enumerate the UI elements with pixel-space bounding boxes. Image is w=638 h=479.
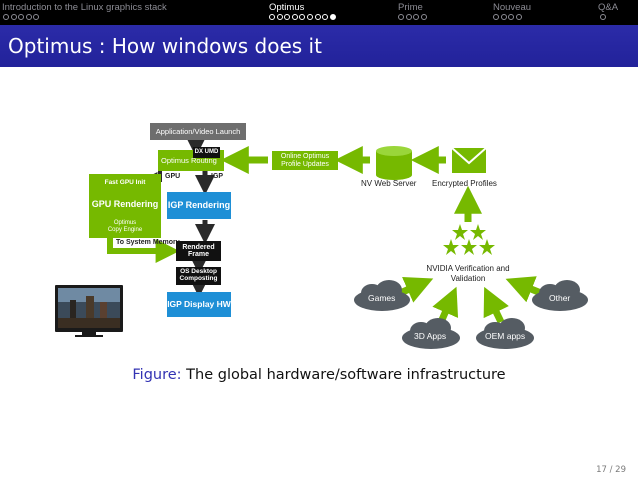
gpu-rendering-label: GPU Rendering bbox=[91, 199, 159, 209]
online-updates-box: Online Optimus Profile Updates bbox=[272, 151, 338, 170]
subsection-dot[interactable] bbox=[420, 14, 427, 20]
subsection-dot[interactable] bbox=[284, 14, 291, 20]
nav-section-nouveau[interactable]: Nouveau bbox=[493, 2, 532, 13]
nvidia-verification-label: NVIDIA Verification and Validation bbox=[426, 264, 510, 283]
arrow-3dapps-to-verification bbox=[432, 286, 459, 324]
igp-display-box: IGP Display HW bbox=[167, 292, 231, 317]
subsection-dot[interactable] bbox=[600, 14, 606, 20]
games-label: Games bbox=[368, 293, 396, 303]
database-icon bbox=[376, 146, 412, 180]
subsection-dot[interactable] bbox=[276, 14, 283, 20]
subsection-dot[interactable] bbox=[515, 14, 522, 20]
subsection-dot[interactable] bbox=[10, 14, 17, 20]
envelope-icon bbox=[451, 147, 487, 173]
subsection-dot[interactable] bbox=[291, 14, 298, 20]
fast-gpu-init-label: Fast GPU Init bbox=[104, 179, 146, 186]
subsection-dot[interactable] bbox=[500, 14, 507, 20]
navigation-bar: Introduction to the Linux graphics stack… bbox=[0, 0, 638, 25]
rendered-frame-box: Rendered Frame bbox=[176, 241, 221, 261]
arrow-gpu-to-system-memory bbox=[107, 237, 180, 263]
frame-title-bar: Optimus : How windows does it bbox=[0, 25, 638, 67]
to-system-memory-label: To System Memory bbox=[116, 239, 180, 246]
cloud-oem-apps bbox=[476, 318, 534, 349]
arrow-oemapps-to-verification bbox=[483, 286, 509, 324]
gpu-label: GPU bbox=[165, 173, 181, 180]
other-label: Other bbox=[549, 293, 571, 303]
cloud-other bbox=[532, 280, 588, 311]
nav-section-introduction[interactable]: Introduction to the Linux graphics stack bbox=[2, 2, 167, 13]
nav-dots-introduction[interactable] bbox=[3, 14, 40, 20]
arrow-games-to-verification bbox=[396, 276, 434, 303]
subsection-dot[interactable] bbox=[508, 14, 515, 20]
arrow-other-to-verification bbox=[505, 276, 543, 303]
subsection-dot[interactable] bbox=[269, 14, 275, 20]
subsection-dot[interactable] bbox=[25, 14, 32, 20]
subsection-dot[interactable] bbox=[405, 14, 412, 20]
nav-dots-nouveau[interactable] bbox=[493, 14, 522, 20]
subsection-dot[interactable] bbox=[398, 14, 404, 20]
gpu-block: Fast GPU Init GPU Rendering Optimus Copy… bbox=[89, 174, 161, 238]
page-number: 17 / 29 bbox=[596, 465, 626, 475]
subsection-dot-current[interactable] bbox=[329, 14, 336, 20]
subsection-dot[interactable] bbox=[493, 14, 499, 20]
cloud-games bbox=[354, 280, 410, 311]
3d-apps-label: 3D Apps bbox=[414, 331, 447, 341]
copy-engine-label: Optimus Copy Engine bbox=[107, 220, 143, 233]
frame-title: Optimus : How windows does it bbox=[8, 34, 322, 58]
caption-text: The global hardware/software infrastruct… bbox=[186, 367, 506, 383]
figure-caption: Figure: The global hardware/software inf… bbox=[0, 367, 638, 383]
nav-section-qa[interactable]: Q&A bbox=[598, 2, 619, 13]
nav-dots-prime[interactable] bbox=[398, 14, 427, 20]
subsection-dot[interactable] bbox=[33, 14, 40, 20]
subsection-dot[interactable] bbox=[299, 14, 306, 20]
caption-label: Figure: bbox=[132, 367, 182, 383]
subsection-dot[interactable] bbox=[413, 14, 420, 20]
monitor-icon bbox=[55, 285, 123, 337]
nav-dots-optimus[interactable] bbox=[269, 14, 336, 20]
igp-label: IGP bbox=[211, 173, 224, 180]
app-launch-box: Application/Video Launch bbox=[150, 123, 246, 140]
stars-icon bbox=[443, 224, 495, 255]
oem-apps-label: OEM apps bbox=[485, 331, 526, 341]
os-desktop-box: OS Desktop Composting bbox=[176, 267, 221, 285]
igp-rendering-box: IGP Rendering bbox=[167, 192, 231, 219]
nv-web-server-label: NV Web Server bbox=[361, 179, 417, 188]
subsection-dot[interactable] bbox=[314, 14, 321, 20]
nav-section-optimus[interactable]: Optimus bbox=[269, 2, 305, 13]
cloud-shapes bbox=[354, 280, 588, 349]
nav-section-prime[interactable]: Prime bbox=[398, 2, 423, 13]
subsection-dot[interactable] bbox=[3, 14, 9, 20]
cloud-3d-apps bbox=[402, 318, 460, 349]
encrypted-profiles-label: Encrypted Profiles bbox=[432, 179, 497, 188]
dx-umd-box: DX UMD bbox=[193, 147, 220, 158]
subsection-dot[interactable] bbox=[322, 14, 329, 20]
nav-dots-qa[interactable] bbox=[600, 14, 606, 20]
subsection-dot[interactable] bbox=[18, 14, 25, 20]
subsection-dot[interactable] bbox=[306, 14, 313, 20]
